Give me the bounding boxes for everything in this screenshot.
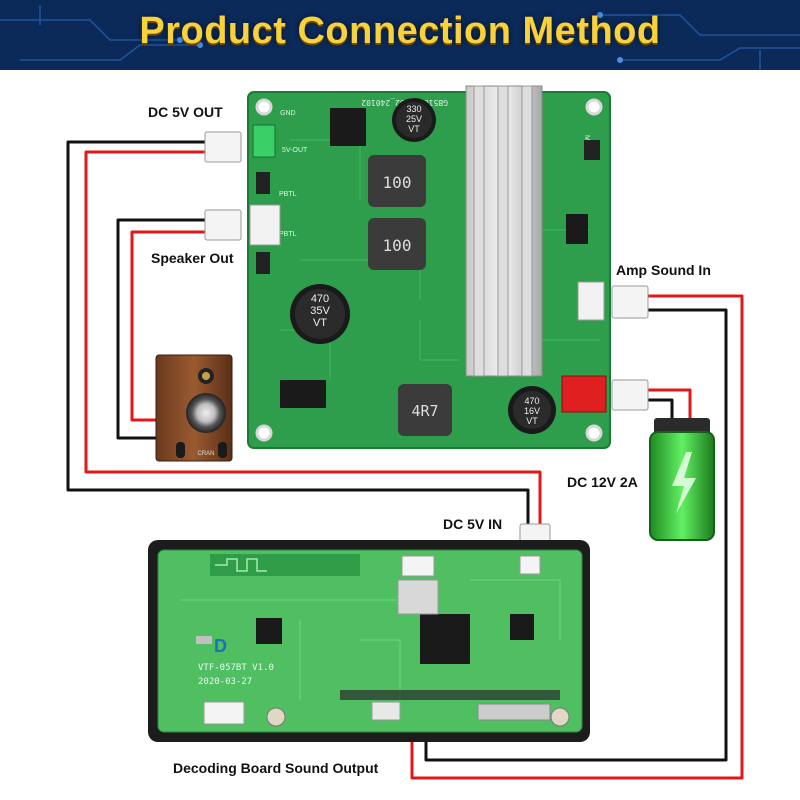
battery-bolt-icon — [672, 452, 696, 514]
wire-speaker-black — [116, 218, 205, 440]
heatsink — [465, 85, 543, 377]
label-speaker-out: Speaker Out — [151, 250, 234, 266]
speaker-woofer — [186, 393, 226, 433]
inductor-3: 4R7 — [398, 384, 452, 436]
silk-gnd: GND — [280, 110, 296, 117]
header-5v-out — [252, 124, 276, 158]
decoder-main-chip — [420, 614, 470, 664]
wire-speaker-red — [130, 230, 205, 422]
silk-pbtl-1: PBTL — [279, 191, 297, 198]
inductor-1-label: 100 — [383, 173, 412, 192]
wire-5v-black — [66, 140, 530, 530]
decoder-model: VTF-057BT V1.0 — [198, 663, 274, 673]
silk-pbtl-2: PBTL — [279, 231, 297, 238]
board-audio-in-socket — [577, 281, 605, 321]
wire-12v-red — [648, 388, 692, 430]
speaker: CRAN — [155, 354, 233, 462]
decoder-audio-out-socket — [397, 579, 439, 615]
label-dc5v-out: DC 5V OUT — [148, 104, 223, 120]
inductor-1: 100 — [368, 155, 426, 207]
silk-5v: 5V-OUT — [282, 147, 308, 154]
battery — [649, 418, 715, 541]
wire-5v-red — [84, 150, 542, 530]
label-decoding-output: Decoding Board Sound Output — [173, 760, 379, 776]
label-dc5v-in: DC 5V IN — [443, 516, 503, 532]
label-amp-sound-in: Amp Sound In — [616, 262, 711, 278]
decoder-date: 2020-03-27 — [198, 677, 252, 687]
amplifier-board: GB5104R_Y92_240102 GND 5V-OUT PBTL PBTL … — [247, 85, 611, 449]
inductor-2-label: 100 — [383, 236, 412, 255]
mounting-holes — [255, 98, 603, 442]
inductor-3-label: 4R7 — [411, 402, 438, 420]
label-dc12v: DC 12V 2A — [567, 474, 638, 490]
decoder-logo-icon: D — [214, 636, 227, 656]
speaker-brand: CRAN — [197, 451, 214, 457]
page-title: Product Connection Method — [139, 10, 661, 52]
board-power-socket — [561, 375, 607, 413]
circuit-pattern-background — [0, 5, 800, 70]
inductor-2: 100 — [368, 218, 426, 270]
plugs — [204, 131, 649, 561]
header-banner: Product Connection Method — [0, 0, 800, 70]
decoder-board: D VTF-057BT V1.0 2020-03-27 — [148, 540, 590, 742]
